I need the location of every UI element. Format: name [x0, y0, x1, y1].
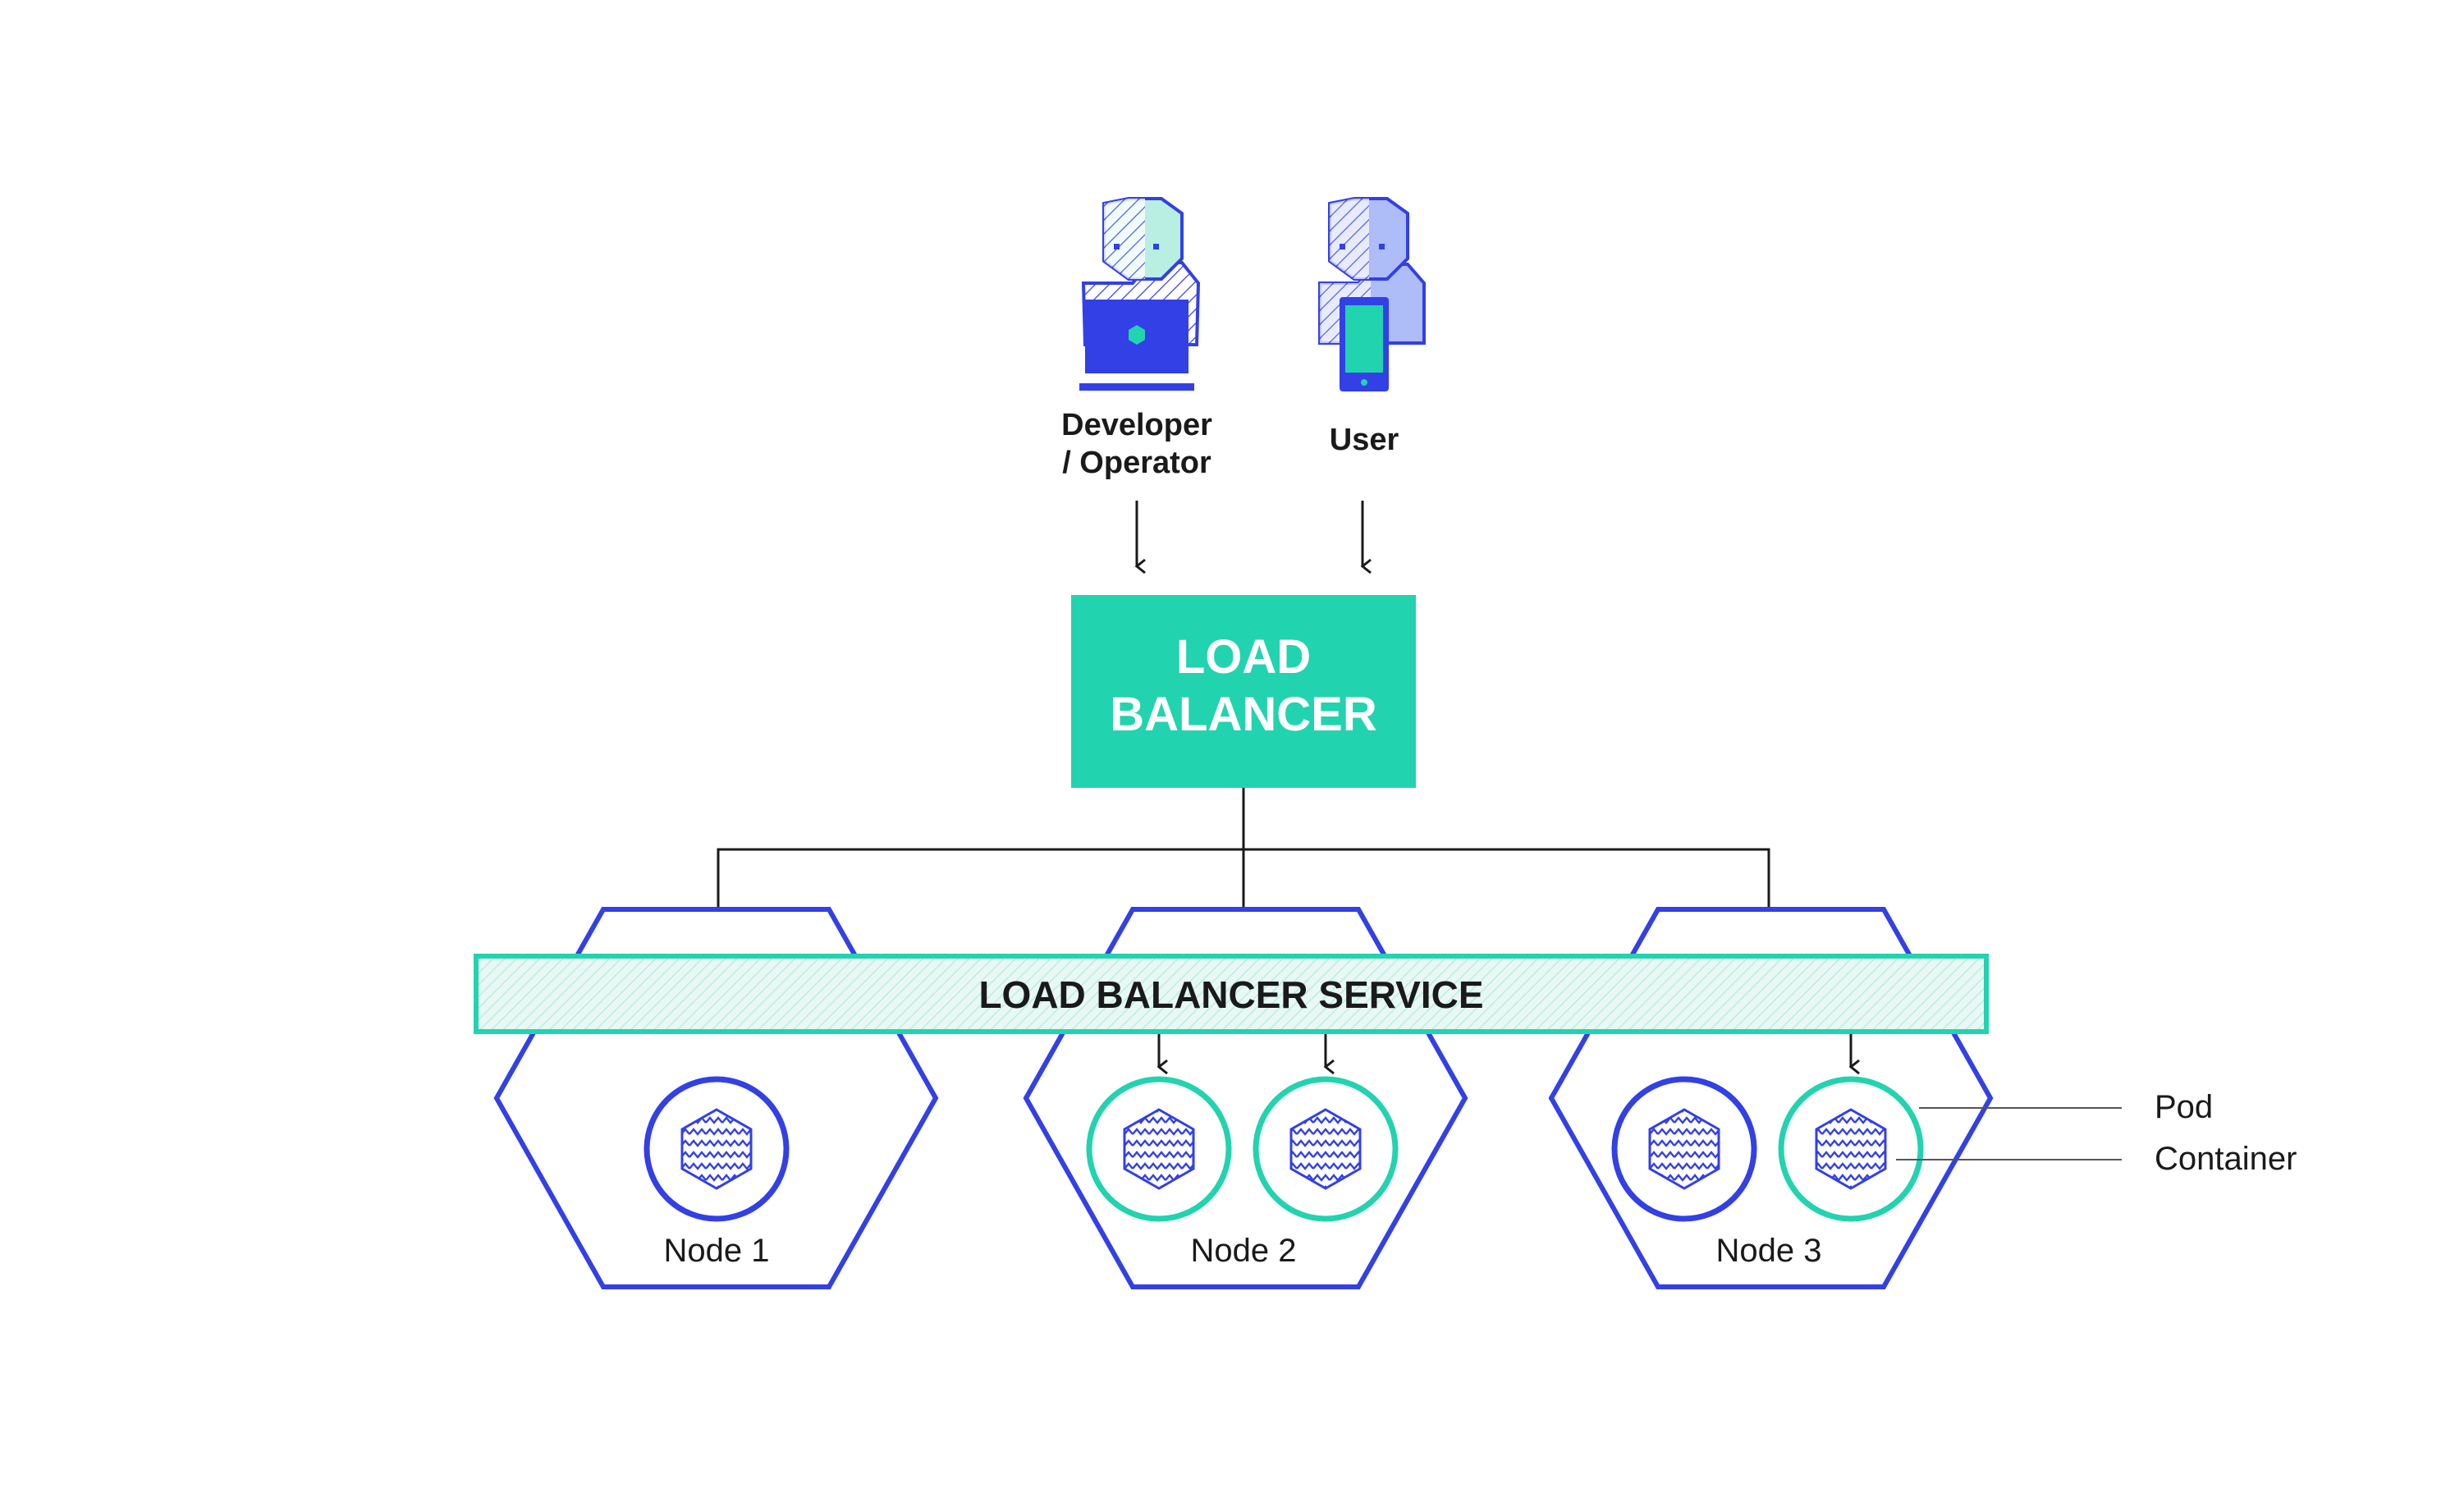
service-to-pod-arrows — [1156, 1034, 1860, 1075]
load-balancer-line2: BALANCER — [1110, 688, 1376, 741]
node-2-label: Node 2 — [1191, 1233, 1297, 1269]
node-1-pod — [643, 1076, 790, 1222]
load-balancer-line1: LOAD — [1176, 630, 1311, 684]
node-2-pod-2 — [1253, 1076, 1399, 1222]
legend: Pod Container — [1896, 1089, 2297, 1177]
node-2-pod-1 — [1086, 1076, 1232, 1222]
developer-label-line1: Developer — [1061, 408, 1212, 442]
container-icon — [1815, 1108, 1887, 1190]
laptop-icon — [1079, 300, 1194, 391]
node-1-label: Node 1 — [664, 1233, 770, 1269]
node-3-pod-1 — [1611, 1076, 1757, 1222]
node-3-pod-2 — [1778, 1076, 1924, 1222]
pod-legend-label: Pod — [2155, 1089, 2213, 1125]
user-actor: User — [1318, 197, 1426, 574]
load-balancer-service-bar: LOAD BALANCER SERVICE — [474, 954, 1989, 1034]
phone-icon — [1340, 297, 1389, 391]
container-icon — [1648, 1108, 1720, 1190]
load-balancer-service-label: LOAD BALANCER SERVICE — [978, 973, 1483, 1016]
user-label: User — [1330, 423, 1399, 457]
container-icon — [1123, 1108, 1195, 1190]
node-3-label: Node 3 — [1716, 1233, 1822, 1269]
load-balancer-box: LOAD BALANCER — [1071, 595, 1416, 788]
developer-actor: Developer / Operator — [1061, 197, 1212, 574]
container-icon — [1289, 1108, 1362, 1190]
container-legend-label: Container — [2155, 1141, 2297, 1177]
developer-label-line2: / Operator — [1062, 446, 1211, 480]
container-icon — [680, 1108, 753, 1190]
